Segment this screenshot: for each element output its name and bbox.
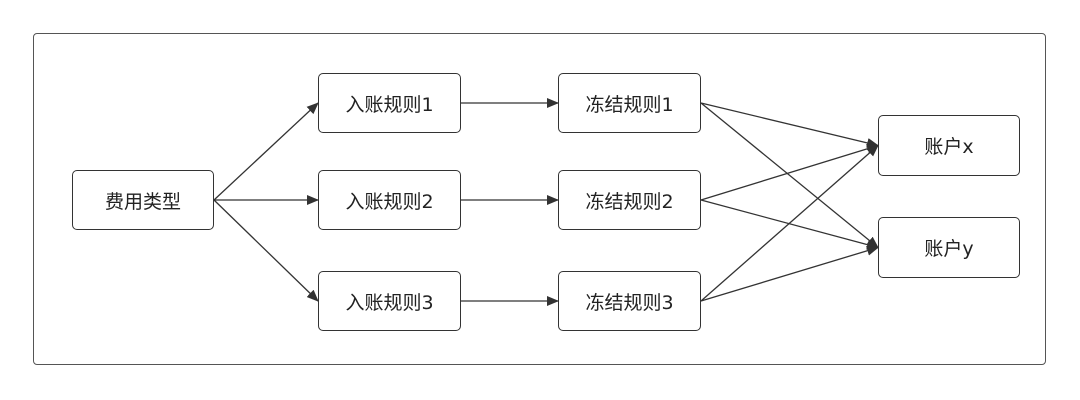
node-entry-rule-1: 入账规则1 — [318, 73, 461, 133]
node-freeze-rule-3: 冻结规则3 — [558, 271, 701, 331]
edge-freeze_rule_1-to-account_y — [700, 102, 879, 249]
node-freeze-rule-1: 冻结规则1 — [558, 73, 701, 133]
edge-freeze_rule_2-to-account_x — [700, 143, 879, 201]
diagram-frame — [33, 33, 1046, 365]
edge-fee_type-to-entry_rule_1 — [213, 102, 319, 201]
node-account-y: 账户y — [878, 217, 1020, 278]
edge-fee_type-to-entry_rule_3 — [213, 199, 319, 302]
node-freeze-rule-2: 冻结规则2 — [558, 170, 701, 230]
node-fee-type: 费用类型 — [72, 170, 214, 230]
edge-freeze_rule_1-to-account_x — [700, 102, 879, 148]
node-account-x: 账户x — [878, 115, 1020, 176]
edge-freeze_rule_3-to-account_x — [700, 144, 879, 302]
edge-freeze_rule_3-to-account_y — [700, 245, 879, 302]
node-entry-rule-2: 入账规则2 — [318, 170, 461, 230]
node-entry-rule-3: 入账规则3 — [318, 271, 461, 331]
